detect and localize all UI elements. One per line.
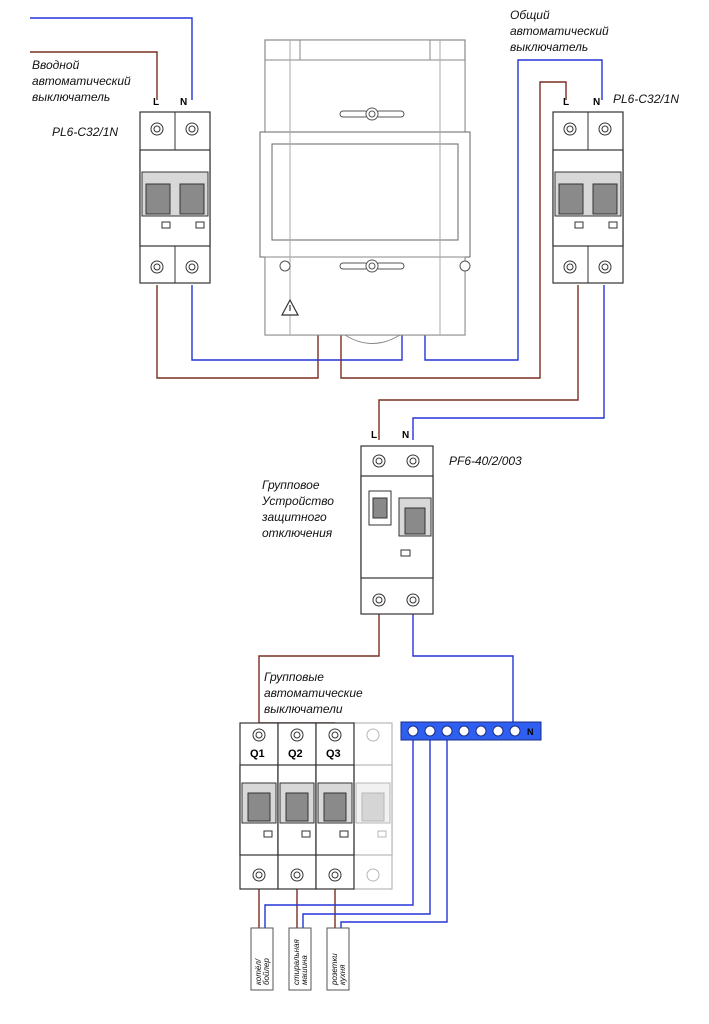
rcd-to-group-phase-wire <box>258 612 380 725</box>
rcd-pole-n: N <box>402 430 409 441</box>
input-breaker <box>139 111 211 284</box>
meter-to-main-neutral-wire <box>424 59 603 361</box>
cable-tag-2-line1: стиральная <box>292 939 301 985</box>
terminal-screw-icon <box>290 728 304 882</box>
main-to-rcd-neutral-wire <box>412 285 605 440</box>
input-breaker-pole-n: N <box>180 97 187 108</box>
feed-phase-wire <box>30 51 158 100</box>
input-to-meter-neutral-wire <box>191 285 403 361</box>
group-breakers-label-3: выключатели <box>264 702 343 716</box>
group-breaker-q1-label: Q1 <box>250 748 265 760</box>
group-breaker-spare <box>353 722 393 890</box>
input-breaker-model: PL6-C32/1N <box>52 125 118 139</box>
group-breaker-q3 <box>315 722 355 890</box>
neutral-bus-label: N <box>527 727 534 737</box>
meter-to-main-phase-wire <box>340 81 567 379</box>
main-breaker-label-1: Общий <box>510 8 550 22</box>
terminal-screw-icon <box>252 728 266 882</box>
main-breaker-label-2: автоматический <box>510 24 609 38</box>
cable-tag-3-line1: розетки <box>330 953 339 986</box>
group-breaker-q2-label: Q2 <box>288 748 303 760</box>
main-breaker-pole-l: L <box>563 97 569 108</box>
terminal-screw-icon <box>563 122 612 274</box>
feed-neutral-wire <box>30 17 193 100</box>
cable-tag-2: стиральная машина <box>288 927 312 991</box>
rcd-to-bus-neutral-wire <box>412 612 514 722</box>
main-to-rcd-phase-wire <box>378 285 579 440</box>
terminal-screw-icon <box>372 454 420 607</box>
terminal-screw-icon <box>328 728 342 882</box>
input-breaker-pole-l: L <box>153 97 159 108</box>
rcd-device <box>360 445 434 615</box>
n2-out-wire <box>302 740 431 928</box>
rcd-model: PF6-40/2/003 <box>449 454 522 468</box>
group-breaker-q3-label: Q3 <box>326 748 341 760</box>
rcd-pole-l: L <box>371 430 377 441</box>
cable-tag-1-line2: бойлер <box>262 958 271 985</box>
cable-tag-1-line1: котёл/ <box>254 958 263 985</box>
input-to-meter-phase-wire <box>156 285 319 379</box>
main-breaker-label-3: выключатель <box>510 40 588 54</box>
cable-tag-3: розетки кухня <box>326 927 350 991</box>
n3-out-wire <box>340 740 448 928</box>
main-breaker-pole-n: N <box>593 97 600 108</box>
main-breaker <box>552 111 624 284</box>
rcd-label-1: Групповое <box>262 478 320 492</box>
input-breaker-label-3: выключатель <box>32 90 110 104</box>
rcd-label-2: Устройство <box>261 494 334 508</box>
cable-tag-2-line2: машина <box>300 955 309 985</box>
terminal-screw-icon <box>150 122 199 274</box>
bus-screw-icon <box>407 725 521 737</box>
input-breaker-label-1: Вводной <box>32 58 80 72</box>
warning-triangle-icon <box>281 298 299 316</box>
rcd-label-3: защитного <box>261 510 327 524</box>
group-breakers-label-2: автоматические <box>264 686 363 700</box>
meter-screw-icon <box>279 107 471 273</box>
group-breaker-q2 <box>277 722 317 890</box>
rcd-label-4: отключения <box>262 526 333 540</box>
cable-tag-3-line2: кухня <box>338 964 347 985</box>
cable-tag-1: котёл/ бойлер <box>250 927 274 991</box>
group-breaker-q1 <box>239 722 279 890</box>
main-breaker-model: PL6-C32/1N <box>613 92 679 106</box>
input-breaker-label-2: автоматический <box>32 74 131 88</box>
electricity-meter <box>259 39 471 344</box>
group-breakers-label-1: Групповые <box>264 670 324 684</box>
n1-out-wire <box>264 740 414 928</box>
neutral-bus: N <box>400 721 542 741</box>
